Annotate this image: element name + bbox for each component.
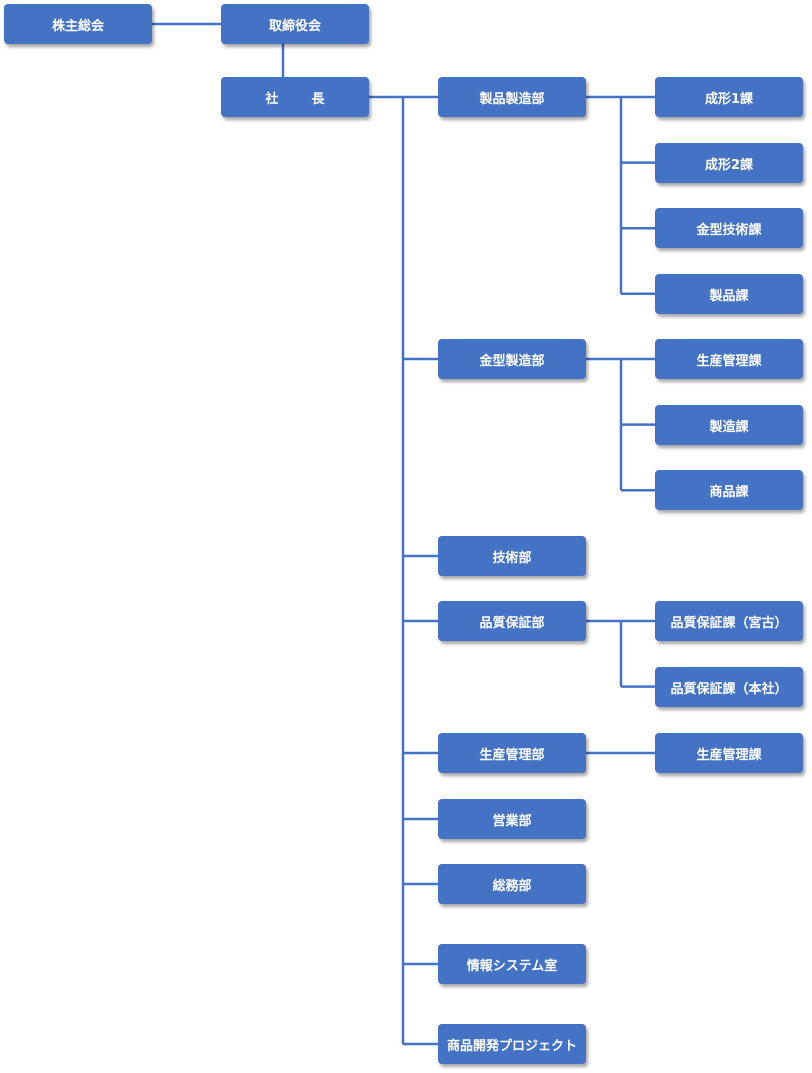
section-node: 成形1課 (655, 77, 803, 117)
node-president: 社 長 (221, 77, 369, 117)
section-node: 製品課 (655, 274, 803, 314)
dept-node: 情報システム室 (438, 944, 586, 984)
dept-node: 品質保証部 (438, 601, 586, 641)
section-node: 商品課 (655, 470, 803, 510)
dept-node: 営業部 (438, 799, 586, 839)
section-node: 生産管理課 (655, 339, 803, 379)
section-node: 品質保証課（本社） (655, 667, 803, 707)
section-node: 金型技術課 (655, 208, 803, 248)
dept-node: 商品開発プロジェクト (438, 1024, 586, 1064)
section-node: 品質保証課（宮古） (655, 601, 803, 641)
dept-node: 総務部 (438, 864, 586, 904)
dept-node: 製品製造部 (438, 77, 586, 117)
dept-node: 生産管理部 (438, 733, 586, 773)
section-node: 成形2課 (655, 143, 803, 183)
dept-node: 技術部 (438, 536, 586, 576)
dept-node: 金型製造部 (438, 339, 586, 379)
node-board: 取締役会 (221, 4, 369, 44)
node-shareholders: 株主総会 (4, 4, 152, 44)
section-node: 生産管理課 (655, 733, 803, 773)
section-node: 製造課 (655, 405, 803, 445)
